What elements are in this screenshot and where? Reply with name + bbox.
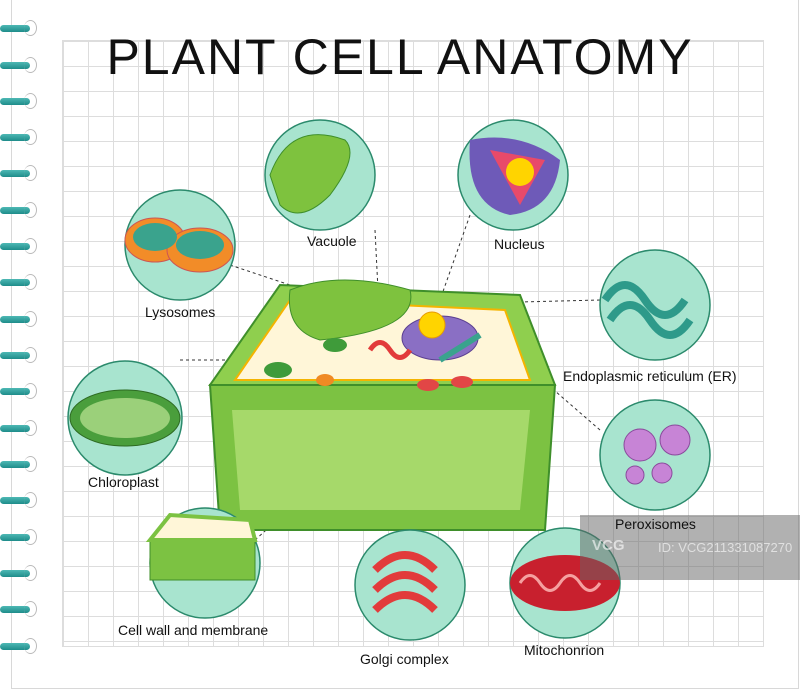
nucleus-icon: [469, 137, 560, 215]
vacuole-icon: [269, 134, 351, 214]
label-golgi: Golgi complex: [360, 651, 449, 667]
chloroplast-icon: [69, 389, 181, 447]
label-mitochondrion: Mitochonrion: [524, 642, 605, 658]
watermark-id: ID: VCG211331087270: [658, 540, 793, 555]
label-peroxisomes: Peroxisomes: [615, 516, 696, 532]
cell-wall-icon: [145, 512, 258, 581]
peroxisomes-icon: [623, 424, 691, 485]
lysosomes-icon: [124, 217, 234, 273]
label-er: Endoplasmic reticulum (ER): [563, 368, 737, 384]
label-lysosomes: Lysosomes: [145, 304, 216, 320]
label-chloroplast: Chloroplast: [88, 474, 159, 490]
label-cell-wall: Cell wall and membrane: [118, 622, 269, 638]
er-icon: [601, 281, 694, 339]
plant-cell: [208, 279, 557, 531]
label-nucleus: Nucleus: [494, 236, 545, 252]
page-title: PLANT CELL ANATOMY: [106, 29, 694, 85]
golgi-icon: [372, 551, 438, 613]
label-vacuole: Vacuole: [307, 233, 357, 249]
watermark: VCG ID: VCG211331087270: [580, 515, 800, 580]
watermark-brand: VCG: [592, 537, 625, 554]
